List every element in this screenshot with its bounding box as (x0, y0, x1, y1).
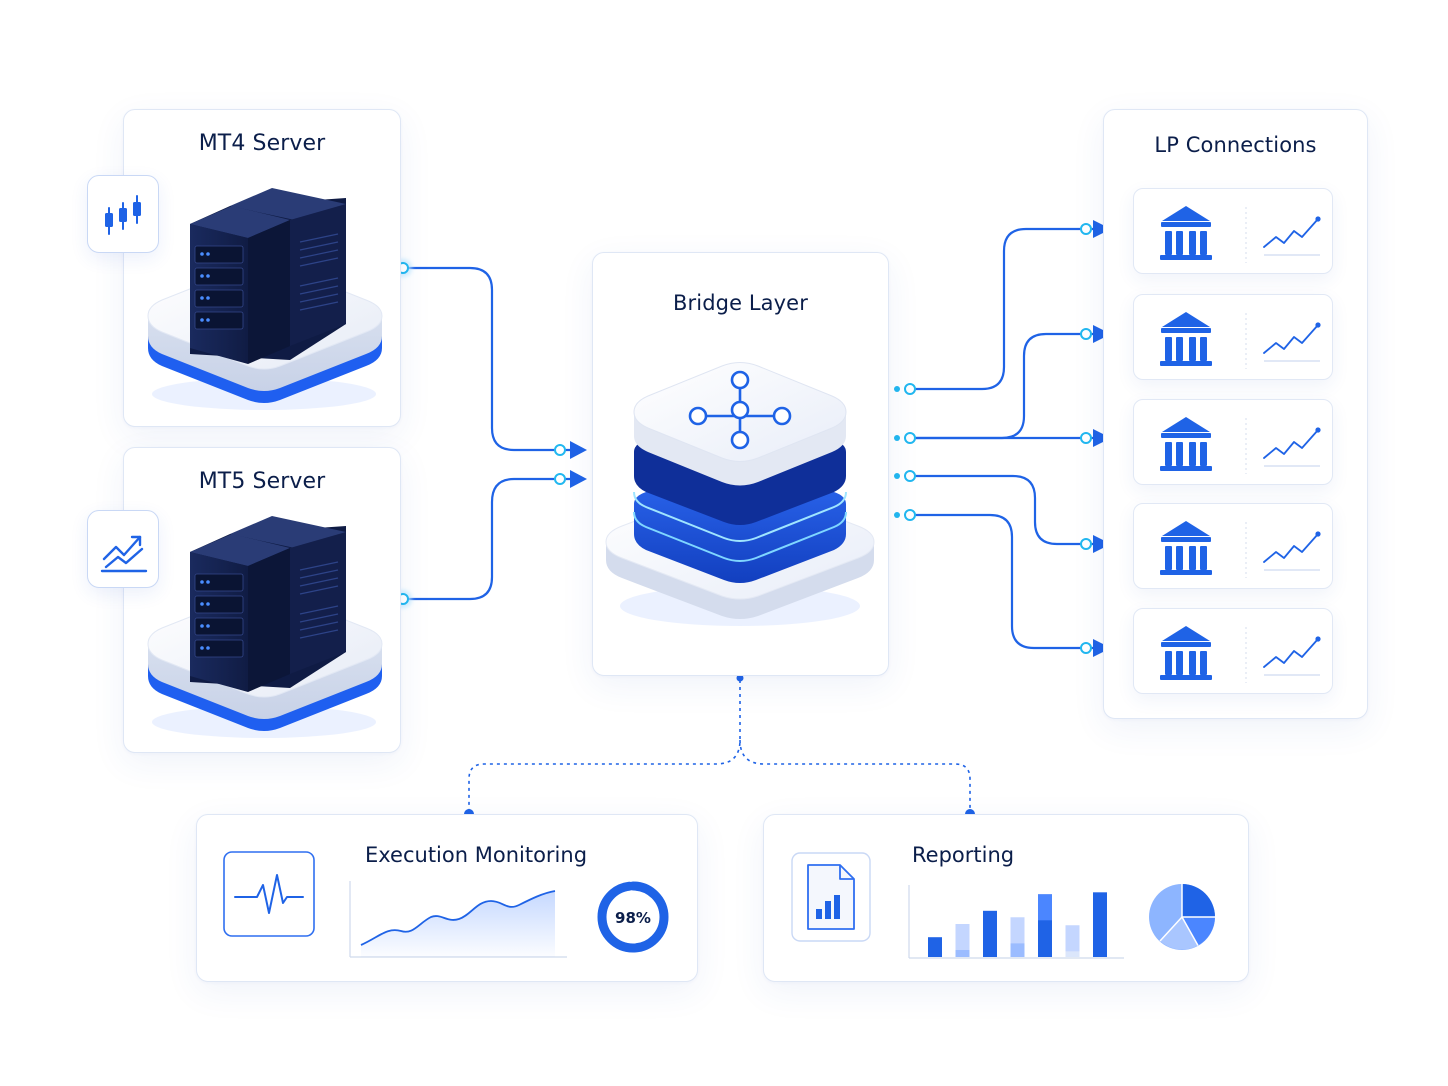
mt4-server-illustration (147, 188, 383, 410)
trend-up-icon (1263, 429, 1319, 459)
bridge-layer-illustration (605, 362, 875, 626)
trend-up-icon (1263, 638, 1319, 668)
trend-up-icon (1263, 218, 1319, 248)
lp-connections-title: LP Connections (1154, 133, 1317, 157)
trend-up-icon (1263, 324, 1319, 354)
lp-row-2 (1133, 294, 1333, 380)
bank-icon (1160, 417, 1212, 471)
lp-row-4 (1133, 503, 1333, 589)
execution-trend-chart (349, 881, 567, 958)
bank-icon (1160, 206, 1212, 260)
report-bar-cap (1065, 925, 1080, 952)
trend-up-icon (1263, 533, 1319, 563)
lp-row-3 (1133, 399, 1333, 485)
report-bar-cap (1010, 917, 1025, 944)
report-bar-cap (1038, 894, 1052, 921)
report-bar-chart (908, 885, 1124, 959)
pie-chart-icon (1149, 884, 1215, 950)
bank-icon (1160, 521, 1212, 575)
candlestick-icon (87, 175, 159, 253)
execution-monitoring-panel: Execution Monitoring 98% (196, 814, 698, 982)
lp-row-5 (1133, 608, 1333, 694)
report-bar (928, 937, 942, 957)
mt5-server-illustration (147, 516, 383, 738)
report-bar (983, 910, 997, 957)
network-hub-icon (688, 370, 792, 450)
bank-icon (1160, 626, 1212, 680)
success-rate-value: 98% (615, 909, 651, 927)
success-rate-ring (597, 881, 669, 953)
reporting-title: Reporting (912, 843, 1015, 867)
report-document-icon (791, 852, 871, 942)
heartbeat-icon (223, 851, 315, 937)
bank-icon (1160, 312, 1212, 366)
bridge-layer-title: Bridge Layer (673, 291, 808, 315)
mt5-server-title: MT5 Server (198, 469, 326, 494)
execution-monitoring-title: Execution Monitoring (365, 843, 588, 867)
report-bar (1093, 892, 1107, 957)
mt4-server-title: MT4 Server (198, 131, 326, 156)
reporting-panel: Reporting (763, 814, 1249, 982)
trend-chart-icon (87, 510, 159, 588)
lp-row-1 (1133, 188, 1333, 274)
report-bar-cap (955, 924, 970, 950)
